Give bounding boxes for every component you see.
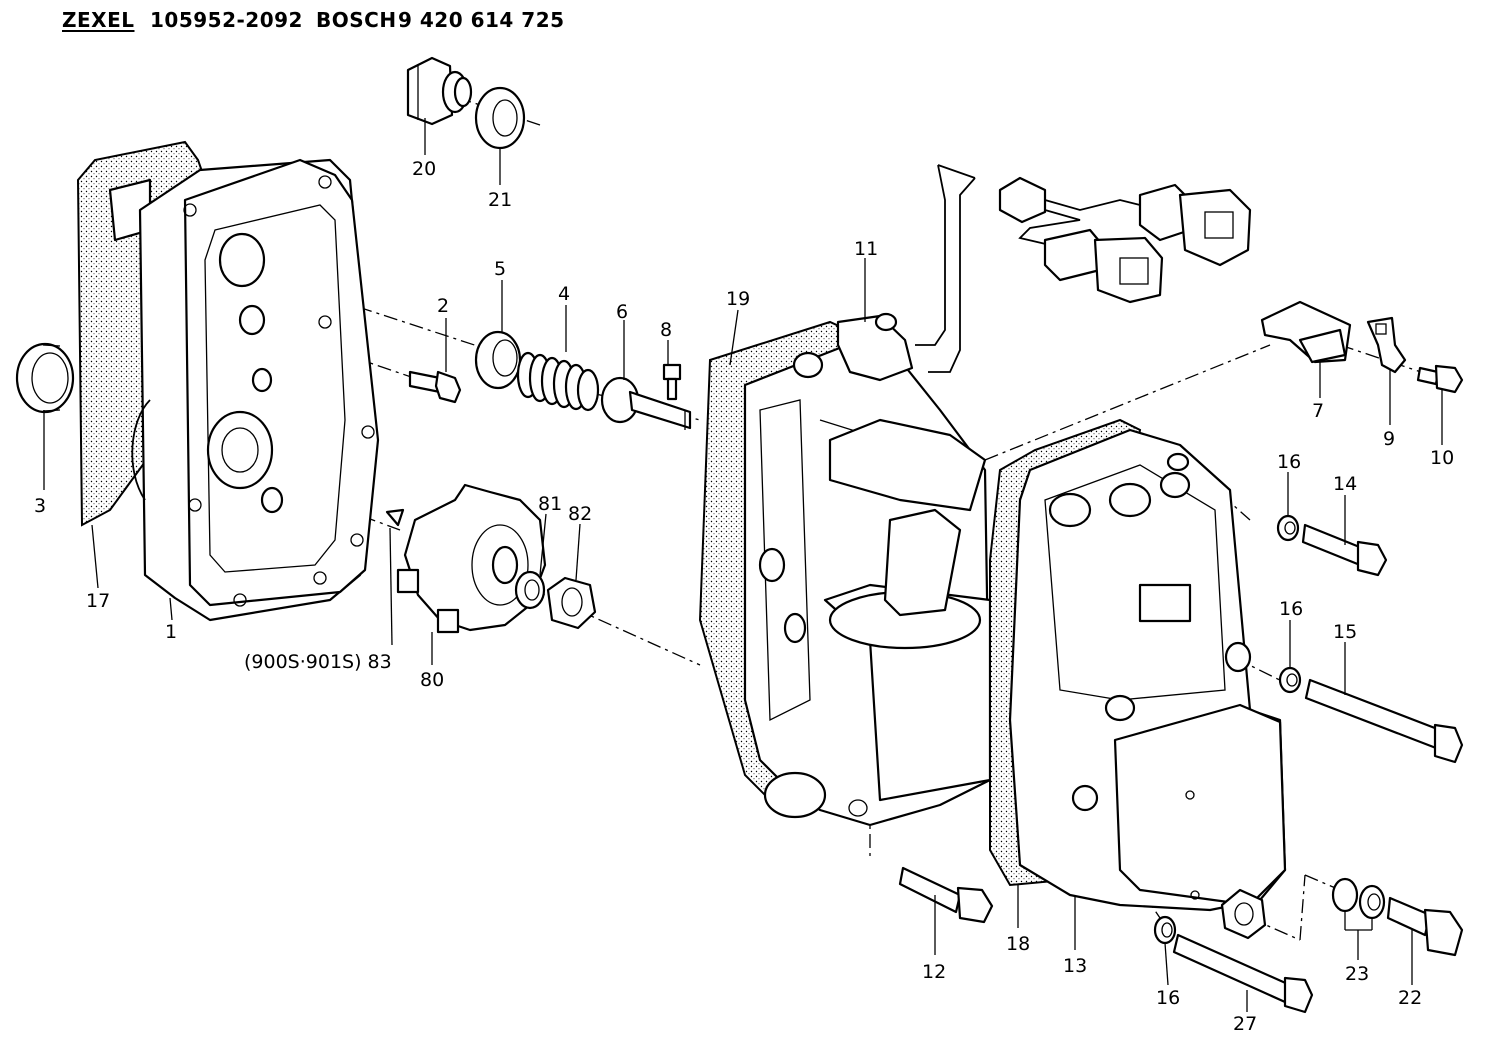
brand-name: BOSCH — [316, 8, 397, 32]
label-16-upper: 16 — [1277, 451, 1301, 473]
label-6: 6 — [616, 301, 628, 323]
leader-lines — [43, 118, 1443, 1012]
label-22: 22 — [1398, 987, 1422, 1009]
zexel-part-number: 105952-2092 — [150, 8, 303, 32]
governor-cover-11 — [743, 312, 992, 827]
bolt-14 — [1301, 523, 1388, 577]
label-12: 12 — [922, 961, 946, 983]
label-17: 17 — [86, 590, 110, 612]
label-11: 11 — [854, 238, 878, 260]
screw-10 — [1416, 364, 1464, 394]
washer-16-middle — [1278, 666, 1302, 694]
label-20: 20 — [412, 158, 436, 180]
label-16-lower: 16 — [1156, 987, 1180, 1009]
maker-name: ZEXEL — [62, 8, 135, 32]
flyweight-holder-80 — [396, 483, 547, 634]
nut-82 — [546, 576, 597, 630]
callout-labels: 3 17 1 20 21 2 5 4 6 8 (900S·901S) 83 80… — [34, 158, 1454, 1035]
label-80: 80 — [420, 669, 444, 691]
label-27: 27 — [1233, 1013, 1257, 1035]
governor-housing-1 — [131, 158, 380, 622]
label-3: 3 — [34, 495, 46, 517]
label-23: 23 — [1345, 963, 1369, 985]
label-7: 7 — [1312, 400, 1324, 422]
label-9: 9 — [1383, 428, 1395, 450]
washer-16-lower — [1153, 915, 1177, 945]
key-83 — [385, 508, 405, 527]
label-19: 19 — [726, 288, 750, 310]
oil-seal-3 — [15, 342, 75, 414]
label-14: 14 — [1333, 473, 1357, 495]
label-81: 81 — [538, 493, 562, 515]
spring-4 — [516, 351, 600, 412]
label-5: 5 — [494, 258, 506, 280]
label-16-middle: 16 — [1279, 598, 1303, 620]
washers-23 — [1331, 877, 1386, 920]
outer-cover-13 — [1008, 428, 1287, 912]
label-83: (900S·901S) 83 — [244, 651, 392, 673]
bracket-7 — [1260, 300, 1352, 364]
seal-ring-21 — [474, 86, 526, 150]
lever-6 — [600, 376, 692, 430]
label-8: 8 — [660, 319, 672, 341]
label-10: 10 — [1430, 447, 1454, 469]
label-2: 2 — [437, 295, 449, 317]
label-1: 1 — [165, 621, 177, 643]
bosch-part-number: 9 420 614 725 — [398, 8, 565, 32]
wiring-harness — [998, 176, 1252, 304]
cover-nut — [1220, 888, 1267, 940]
label-18: 18 — [1006, 933, 1030, 955]
screw-8 — [662, 363, 682, 401]
label-13: 13 — [1063, 955, 1087, 977]
label-4: 4 — [558, 283, 570, 305]
label-21: 21 — [488, 189, 512, 211]
bolt-12 — [898, 866, 994, 924]
washer-81 — [514, 570, 546, 610]
plug-20 — [406, 56, 473, 126]
bracket-9 — [1366, 316, 1407, 374]
bolt-15 — [1304, 678, 1464, 764]
label-82: 82 — [568, 503, 592, 525]
bolt-22 — [1386, 896, 1464, 957]
spring-seat-5 — [474, 330, 522, 390]
label-15: 15 — [1333, 621, 1357, 643]
vent-pipe — [915, 164, 976, 373]
bolt-27 — [1172, 933, 1314, 1014]
bolt-2 — [408, 370, 462, 404]
washer-16-upper — [1276, 514, 1300, 542]
